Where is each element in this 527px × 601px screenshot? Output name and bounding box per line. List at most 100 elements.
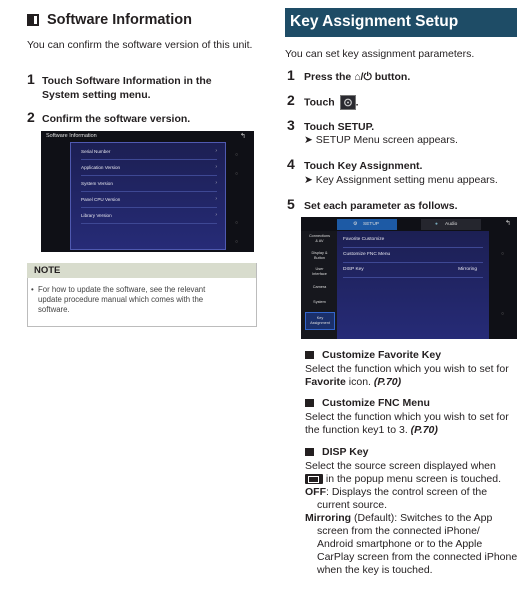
sidebar-label: Camera — [312, 285, 327, 289]
text-line: when the key is touched. — [317, 564, 433, 576]
step-1-pre: Touch — [42, 75, 76, 87]
note-header: NOTE — [27, 263, 256, 278]
text-span: : Displays the control screen of the — [326, 486, 488, 498]
side-button-icon: ○ — [235, 152, 239, 158]
text-span: in the popup menu screen is touched. — [323, 473, 502, 485]
side-button-icon: ○ — [501, 251, 505, 257]
subsection-text: Select the function which you wish to se… — [305, 411, 520, 437]
side-button-icon: ○ — [235, 239, 239, 245]
sidebar-item-system[interactable]: System — [304, 300, 335, 305]
menu-item-panel-cpu-version[interactable]: Panel CPU Version› — [81, 192, 217, 208]
text-line: Favorite icon. (P.70) — [305, 376, 520, 389]
side-button-icon: ○ — [235, 220, 239, 226]
screen-title: Software Information — [46, 133, 97, 139]
audio-icon: ● — [435, 222, 438, 227]
text-line: in the popup menu screen is touched. — [305, 473, 520, 486]
step-2-post: . — [355, 96, 359, 109]
step-1-text: Press the ⌂/⏻ button. — [304, 70, 410, 84]
step-3-post: . — [371, 121, 375, 133]
section-title-software-information: Software Information — [27, 12, 192, 28]
step-1-bold: Software Information — [75, 75, 181, 87]
note-title: NOTE — [34, 265, 61, 276]
text-bold: OFF — [305, 486, 326, 498]
step-3-bold: SETUP — [337, 121, 372, 133]
subsection-title: Customize FNC Menu — [322, 397, 430, 409]
sidebar-item-camera[interactable]: Camera — [304, 285, 335, 290]
section-banner-title: Key Assignment Setup — [290, 13, 459, 30]
sidebar-label: Key — [316, 316, 324, 320]
step-1-text: Touch Software Information in the System… — [42, 74, 257, 102]
row-label: DISP Key — [343, 267, 364, 272]
software-information-screenshot: Software Information ↰ ○ ○ ○ ○ Serial Nu… — [41, 131, 254, 252]
step-number: 1 — [287, 67, 295, 83]
subsection-title: DISP Key — [322, 446, 369, 458]
menu-item-label: Serial Number — [81, 149, 111, 154]
step-number: 3 — [287, 117, 295, 133]
text-line: Select the function which you wish to se… — [305, 411, 509, 423]
square-bullet-icon — [305, 399, 314, 407]
tab-audio[interactable]: ● Audio — [421, 219, 481, 230]
menu-item-serial-number[interactable]: Serial Number › — [81, 144, 217, 160]
step-number: 4 — [287, 156, 295, 172]
menu-item-application-version[interactable]: Application Version› — [81, 160, 217, 176]
chevron-right-icon: › — [215, 148, 217, 154]
intro-text: You can confirm the software version of … — [27, 39, 253, 51]
sidebar-label: Connections — [308, 234, 331, 238]
section-title-text: Software Information — [47, 12, 193, 28]
step-2-text: Touch . — [304, 95, 359, 110]
subsection-favorite-key: Customize Favorite Key — [305, 349, 441, 361]
row-customize-fnc-menu[interactable]: Customize FNC Menu — [343, 248, 483, 263]
menu-item-library-version[interactable]: Library Version› — [81, 208, 217, 224]
page-reference: (P.70) — [373, 376, 402, 388]
text-line: OFF: Displays the control screen of the — [305, 486, 520, 499]
sidebar-label: System — [313, 300, 326, 304]
row-favorite-customize[interactable]: Favorite Customize — [343, 233, 483, 248]
step-4-pre: Touch — [304, 160, 338, 172]
bullet: • — [31, 285, 34, 294]
chevron-right-icon: › — [215, 180, 217, 186]
square-bullet-icon — [305, 351, 314, 359]
row-label: Customize FNC Menu — [343, 252, 391, 257]
step-1-pre: Press the — [304, 71, 355, 83]
tab-setup[interactable]: ⚙ SETUP — [337, 219, 397, 230]
subsection-disp-key: DISP Key — [305, 446, 369, 458]
sidebar-label: Button — [314, 255, 325, 260]
menu-item-label: Library Version — [81, 213, 112, 218]
text-line: Mirroring (Default): Switches to the App — [305, 512, 520, 525]
text-bold: Mirroring — [305, 512, 352, 524]
step-4-bold: Key Assignment — [337, 160, 420, 172]
tab-setup-label: SETUP — [363, 222, 379, 227]
menu-item-label: Application Version — [81, 165, 121, 170]
menu-item-system-version[interactable]: System Version › — [81, 176, 217, 192]
sidebar-item-display[interactable]: Display &Button — [304, 251, 335, 260]
sidebar-label: User — [315, 267, 324, 271]
back-icon[interactable]: ↰ — [505, 220, 511, 227]
step-2-text: Confirm the software version. — [42, 113, 191, 125]
step-4-result: ➤ Key Assignment setting menu appears. — [304, 174, 498, 186]
back-icon[interactable]: ↰ — [240, 133, 246, 140]
text-line: Android smartphone or to the Apple — [317, 538, 483, 550]
sidebar-label: & AV — [315, 238, 324, 243]
version-menu: Serial Number› Application Version› Syst… — [70, 142, 226, 250]
text-line: current source. — [317, 499, 388, 511]
sidebar-item-connections[interactable]: Connections& AV — [304, 234, 335, 243]
note-line: update procedure manual which comes with… — [38, 295, 204, 304]
step-3-text: Touch SETUP. — [304, 120, 374, 134]
sidebar-label: Interface — [312, 271, 327, 276]
note-line: For how to update the software, see the … — [38, 285, 206, 294]
step-5-text: Set each parameter as follows. — [304, 200, 458, 212]
step-number: 2 — [287, 92, 295, 108]
side-button-icon: ○ — [501, 311, 505, 317]
text-span: the function key1 to 3. — [305, 424, 411, 436]
step-3-pre: Touch — [304, 121, 338, 133]
home-power-icon: ⌂/⏻ — [354, 71, 372, 83]
text-line: screen from the connected iPhone/ — [317, 525, 480, 537]
step-4-text: Touch Key Assignment. — [304, 159, 422, 173]
menu-item-label: System Version — [81, 181, 113, 186]
note-box — [27, 263, 257, 327]
subsection-text: Select the source screen displayed when … — [305, 460, 520, 577]
